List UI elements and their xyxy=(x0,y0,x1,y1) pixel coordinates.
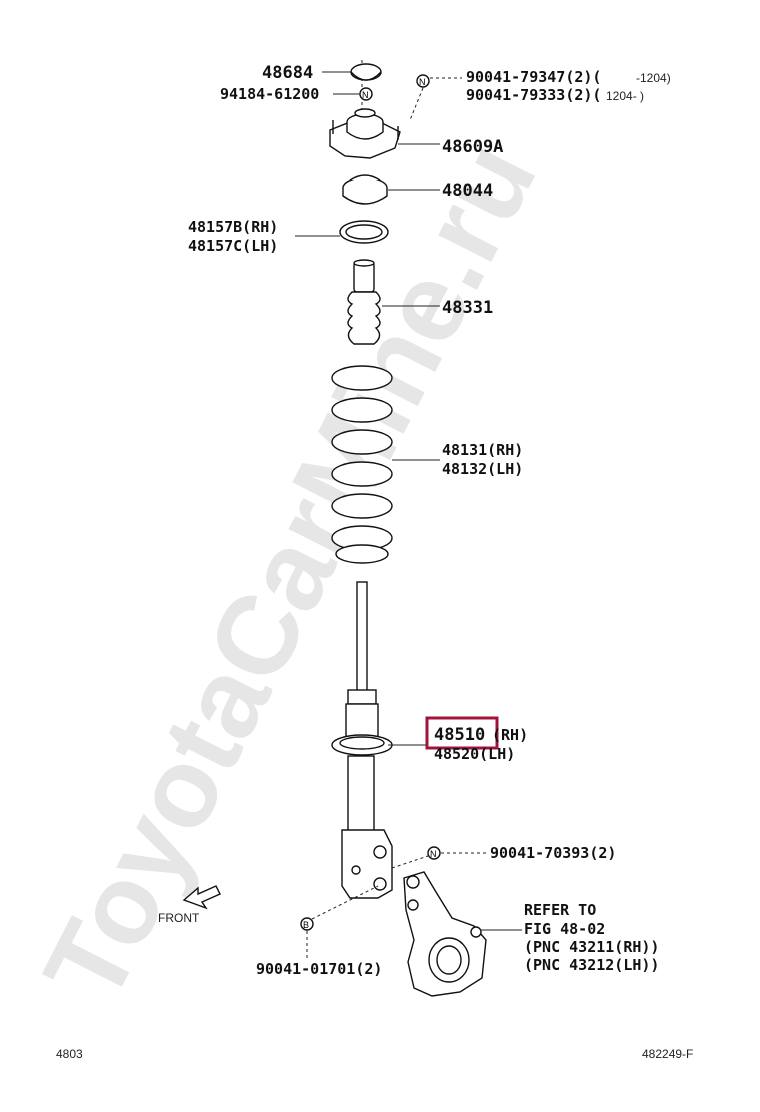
svg-text:B: B xyxy=(303,920,309,930)
spring-insulator-48157[interactable] xyxy=(339,220,389,244)
coil-spring-48131[interactable] xyxy=(331,365,393,564)
label-refer-pnc-rh: (PNC 43211(RH)) xyxy=(524,938,659,956)
reference-number: 482249-F xyxy=(642,1047,693,1061)
label-front: FRONT xyxy=(158,911,200,925)
svg-text:N: N xyxy=(419,77,426,87)
label-refer-pnc-lh: (PNC 43212(LH)) xyxy=(524,956,659,974)
svg-text:N: N xyxy=(430,849,437,859)
label-48157b[interactable]: 48157B(RH) xyxy=(188,218,278,236)
label-48684[interactable]: 48684 xyxy=(262,63,313,83)
label-90041-79347[interactable]: 90041-79347(2)( xyxy=(466,68,601,86)
label-90041-01701[interactable]: 90041-01701(2) xyxy=(256,960,382,978)
label-90041-70393[interactable]: 90041-70393(2) xyxy=(490,844,616,862)
watermark: ToyotaCarMine.ru xyxy=(20,123,560,1021)
label-48132[interactable]: 48132(LH) xyxy=(442,460,523,478)
label-48131[interactable]: 48131(RH) xyxy=(442,441,523,459)
leader-90041-70393-in xyxy=(391,855,429,869)
marker-n-upper: N xyxy=(416,74,430,88)
label-48331[interactable]: 48331 xyxy=(442,298,493,318)
label-48510-side: (RH) xyxy=(492,726,528,744)
steering-knuckle[interactable] xyxy=(403,871,487,997)
label-refer-fig[interactable]: FIG 48-02 xyxy=(524,920,605,938)
bearing-48044[interactable] xyxy=(342,174,388,205)
front-arrow-icon xyxy=(182,885,221,910)
bump-stopper-48331[interactable] xyxy=(347,259,381,345)
marker-n-nut: N xyxy=(362,90,369,100)
marker-b-lower: B xyxy=(300,917,314,931)
label-48044[interactable]: 48044 xyxy=(442,181,493,201)
nut-94184[interactable]: N xyxy=(359,87,373,101)
label-48609a[interactable]: 48609A xyxy=(442,137,503,157)
figure-number: 4803 xyxy=(56,1047,83,1061)
label-90041-79347-range: -1204) xyxy=(636,71,671,85)
label-refer-to: REFER TO xyxy=(524,901,596,919)
highlight-box-48510 xyxy=(425,716,499,750)
marker-n-lower: N xyxy=(427,846,441,860)
shock-absorber-48510[interactable] xyxy=(331,581,393,899)
label-94184-61200[interactable]: 94184-61200 xyxy=(220,85,319,103)
label-90041-79333[interactable]: 90041-79333(2)( xyxy=(466,86,601,104)
label-90041-79333-range: 1204- ) xyxy=(606,89,644,103)
label-48157c[interactable]: 48157C(LH) xyxy=(188,237,278,255)
label-48510[interactable]: 48510 xyxy=(434,725,485,745)
leader-90041-upper-down xyxy=(409,87,424,121)
upper-support-48609a[interactable] xyxy=(329,108,401,159)
dust-cap-48684[interactable] xyxy=(350,63,382,81)
leader-90041-01701-up xyxy=(311,885,379,920)
label-48520[interactable]: 48520(LH) xyxy=(434,745,515,763)
